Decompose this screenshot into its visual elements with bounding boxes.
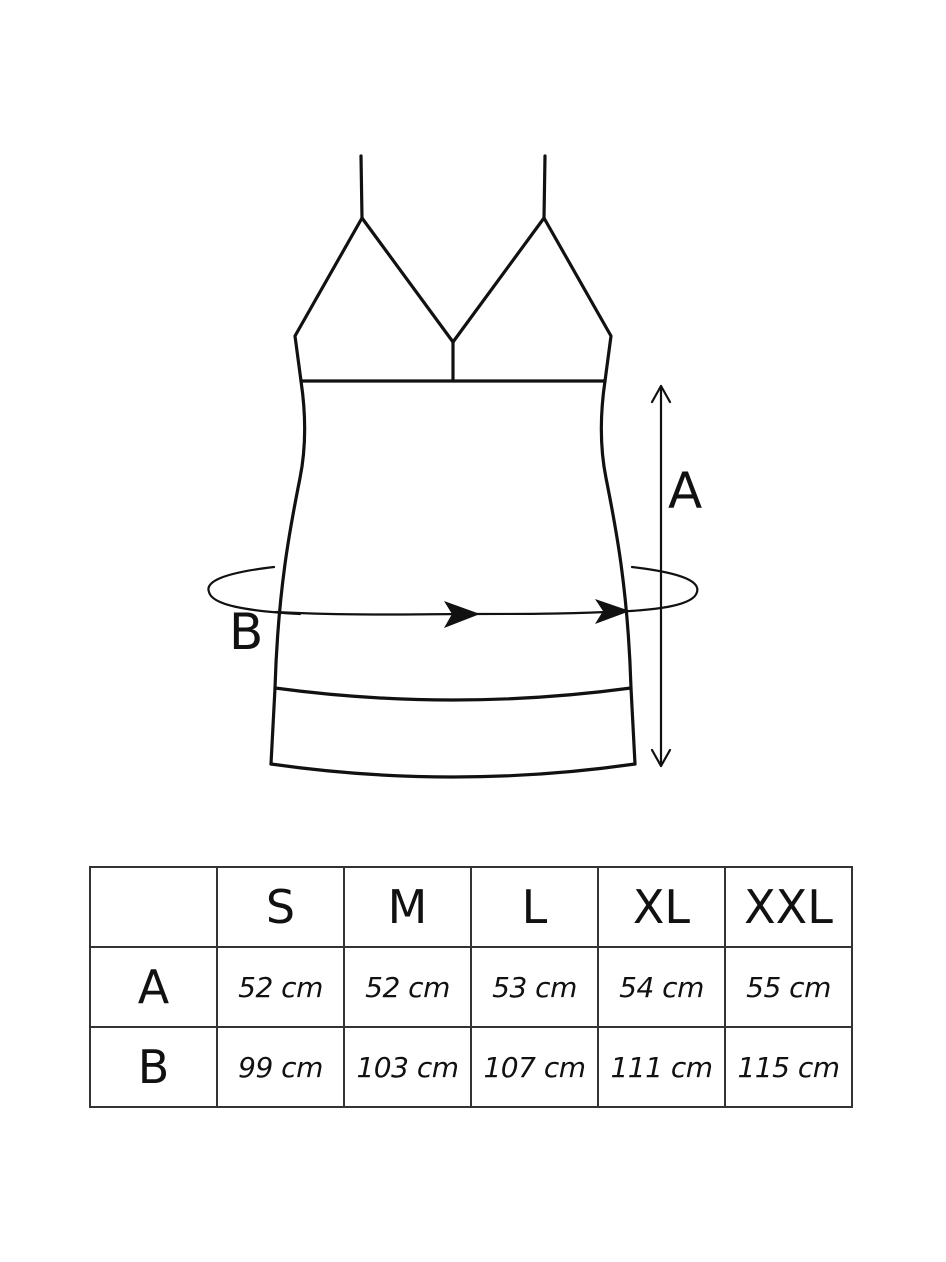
cell-a-s: 52 cm (216, 946, 345, 1028)
measure-b-arrow-center (444, 601, 480, 628)
cell-b-xxl: 115 cm (724, 1026, 853, 1108)
size-header-row: S M L XL XXL (89, 866, 853, 948)
size-header-xl: XL (597, 866, 726, 948)
hem-line (269, 762, 637, 779)
cell-a-l: 53 cm (470, 946, 599, 1028)
table-corner-cell (89, 866, 218, 948)
table-row: A 52 cm 52 cm 53 cm 54 cm 55 cm (89, 946, 853, 1028)
measure-b-loop-left (207, 565, 302, 616)
cell-b-s: 99 cm (216, 1026, 345, 1108)
size-header-l: L (470, 866, 599, 948)
measure-b-front (274, 610, 608, 616)
hem-band-seam (273, 686, 633, 702)
right-side-seam (599, 379, 637, 766)
garment-diagram: A B (207, 154, 702, 779)
measure-b-arrow-right (595, 599, 630, 624)
left-cup (293, 216, 455, 383)
measure-a-arrow-bottom (650, 748, 672, 768)
left-side-seam (269, 379, 307, 766)
measure-b-loop-right (610, 565, 699, 614)
measure-b-label: B (229, 603, 263, 661)
table-row: B 99 cm 103 cm 107 cm 111 cm 115 cm (89, 1026, 853, 1108)
cell-a-xxl: 55 cm (724, 946, 853, 1028)
cell-b-l: 107 cm (470, 1026, 599, 1108)
measure-a-label: A (668, 462, 702, 520)
left-strap (359, 154, 364, 220)
size-chart-table: S M L XL XXL A 52 cm 52 cm 53 cm 54 cm 5… (89, 866, 853, 1108)
size-header-s: S (216, 866, 345, 948)
cell-a-xl: 54 cm (597, 946, 726, 1028)
cell-b-m: 103 cm (343, 1026, 472, 1108)
cell-a-m: 52 cm (343, 946, 472, 1028)
row-label-b: B (89, 1026, 218, 1108)
row-label-a: A (89, 946, 218, 1028)
size-header-m: M (343, 866, 472, 948)
right-strap (542, 154, 547, 220)
size-header-xxl: XXL (724, 866, 853, 948)
measure-a-arrow-top (650, 384, 672, 404)
right-cup (451, 216, 613, 383)
cell-b-xl: 111 cm (597, 1026, 726, 1108)
